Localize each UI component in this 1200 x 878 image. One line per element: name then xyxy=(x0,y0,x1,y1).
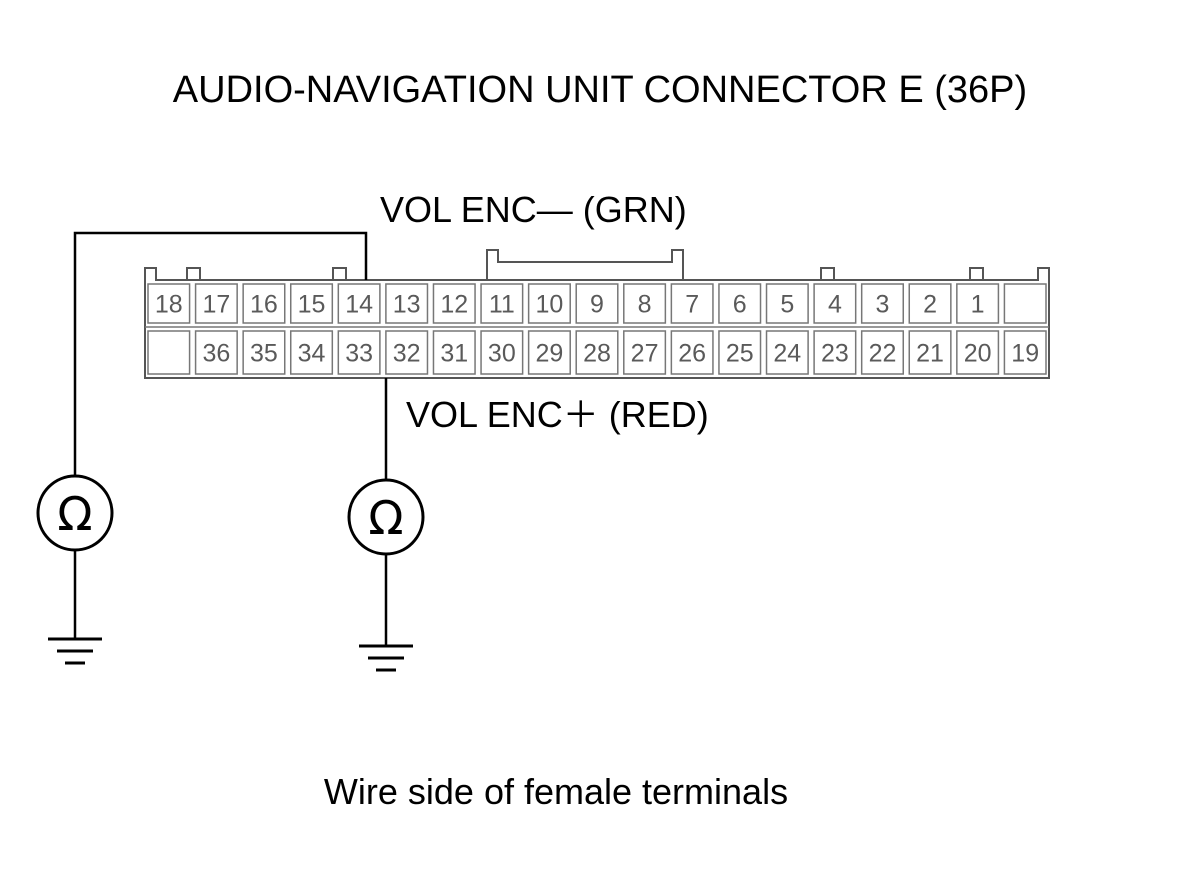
pin-number-34: 34 xyxy=(298,340,326,368)
pin-cell xyxy=(670,330,714,375)
pin-number-30: 30 xyxy=(488,340,516,368)
wire-label-vol-enc-minus: VOL ENC— (GRN) xyxy=(380,189,687,230)
pin-number-13: 13 xyxy=(393,291,421,319)
pin-number-6: 6 xyxy=(733,291,747,319)
wire-line-grn xyxy=(73,231,368,475)
pin-cell xyxy=(670,283,714,324)
ground-icon xyxy=(48,637,102,665)
pin-cell xyxy=(289,283,334,324)
pin-number-21: 21 xyxy=(916,340,944,368)
pin-number-33: 33 xyxy=(345,340,373,368)
pin-cell xyxy=(956,283,1000,324)
ground-icon xyxy=(359,644,413,672)
pin-number-16: 16 xyxy=(250,291,278,319)
pin-number-31: 31 xyxy=(440,340,468,368)
pin-cell xyxy=(956,330,1000,375)
diagram-caption: Wire side of female terminals xyxy=(324,771,788,812)
pin-number-14: 14 xyxy=(345,291,373,319)
pin-cell xyxy=(623,330,667,375)
pin-cell xyxy=(860,283,905,324)
pin-number-23: 23 xyxy=(821,340,849,368)
pin-number-18: 18 xyxy=(155,291,183,319)
pin-number-11: 11 xyxy=(489,291,515,319)
pin-number-3: 3 xyxy=(876,291,890,319)
ohm-symbol: Ω xyxy=(57,487,92,541)
pin-number-9: 9 xyxy=(590,291,604,319)
pin-cell xyxy=(718,330,762,375)
empty-pin-cell xyxy=(147,330,191,375)
pin-cell xyxy=(813,283,857,324)
pin-cell xyxy=(765,330,809,375)
pin-number-17: 17 xyxy=(202,291,230,319)
pin-number-10: 10 xyxy=(536,291,564,319)
pin-cell xyxy=(147,283,191,324)
pin-cell xyxy=(432,330,476,375)
connector-latch xyxy=(486,249,684,280)
pin-number-5: 5 xyxy=(780,291,794,319)
pin-cell xyxy=(765,283,809,324)
wire-vol-enc-plus: VOL ENC＋ (RED) Ω xyxy=(347,378,709,672)
pin-number-12: 12 xyxy=(440,291,468,319)
connector-tab xyxy=(820,267,835,281)
pin-number-28: 28 xyxy=(583,340,611,368)
pin-cell xyxy=(575,330,619,375)
pin-cell xyxy=(242,330,286,375)
pin-number-36: 36 xyxy=(202,340,230,368)
connector-top-row: 18 17 16 15 14 13 12 11 10 9 8 7 6 5 4 3 2 1 xyxy=(147,283,1047,324)
pin-cell xyxy=(385,330,429,375)
pin-number-22: 22 xyxy=(869,340,897,368)
pin-cell xyxy=(908,330,952,375)
empty-pin-cell xyxy=(1003,283,1047,324)
ohm-symbol: Ω xyxy=(368,491,403,545)
pin-cell xyxy=(480,330,524,375)
pin-number-7: 7 xyxy=(685,291,699,319)
pin-number-24: 24 xyxy=(773,340,801,368)
pin-number-15: 15 xyxy=(298,291,326,319)
wire-label-vol-enc-plus: VOL ENC＋ (RED) xyxy=(406,394,709,435)
connector-bottom-row: 36 35 34 33 32 31 30 29 28 27 26 25 24 23 22 21 20 19 xyxy=(147,330,1047,375)
pin-cell xyxy=(718,283,762,324)
pin-number-29: 29 xyxy=(536,340,564,368)
connector-tab xyxy=(332,267,347,281)
pin-number-2: 2 xyxy=(923,291,937,319)
pin-cell xyxy=(432,283,476,324)
pin-cell xyxy=(527,330,571,375)
connector-tab xyxy=(969,267,984,281)
pin-number-19: 19 xyxy=(1011,340,1039,368)
pin-cell xyxy=(242,283,286,324)
pin-number-1: 1 xyxy=(971,291,985,319)
pin-cell xyxy=(337,283,381,324)
pin-cell xyxy=(385,283,429,324)
pin-cell xyxy=(860,330,905,375)
pin-cell xyxy=(813,330,857,375)
connector-tab xyxy=(186,267,201,281)
pin-cell xyxy=(337,330,381,375)
pin-cell xyxy=(480,283,524,324)
pin-number-20: 20 xyxy=(964,340,992,368)
pin-number-8: 8 xyxy=(638,291,652,319)
pin-cell xyxy=(623,283,667,324)
wire-vol-enc-minus: VOL ENC— (GRN) Ω xyxy=(36,189,687,665)
pin-cell xyxy=(908,283,952,324)
pin-number-32: 32 xyxy=(393,340,421,368)
pin-number-35: 35 xyxy=(250,340,278,368)
pin-number-25: 25 xyxy=(726,340,754,368)
pin-cell xyxy=(194,283,238,324)
diagram-title: AUDIO-NAVIGATION UNIT CONNECTOR E (36P) xyxy=(173,69,1027,111)
pin-cell xyxy=(575,283,619,324)
pin-cell xyxy=(527,283,571,324)
pin-cell xyxy=(289,330,334,375)
pin-cell xyxy=(1003,330,1047,375)
pin-number-27: 27 xyxy=(631,340,659,368)
pin-cell xyxy=(194,330,238,375)
pin-number-26: 26 xyxy=(678,340,706,368)
pin-number-4: 4 xyxy=(828,291,842,319)
